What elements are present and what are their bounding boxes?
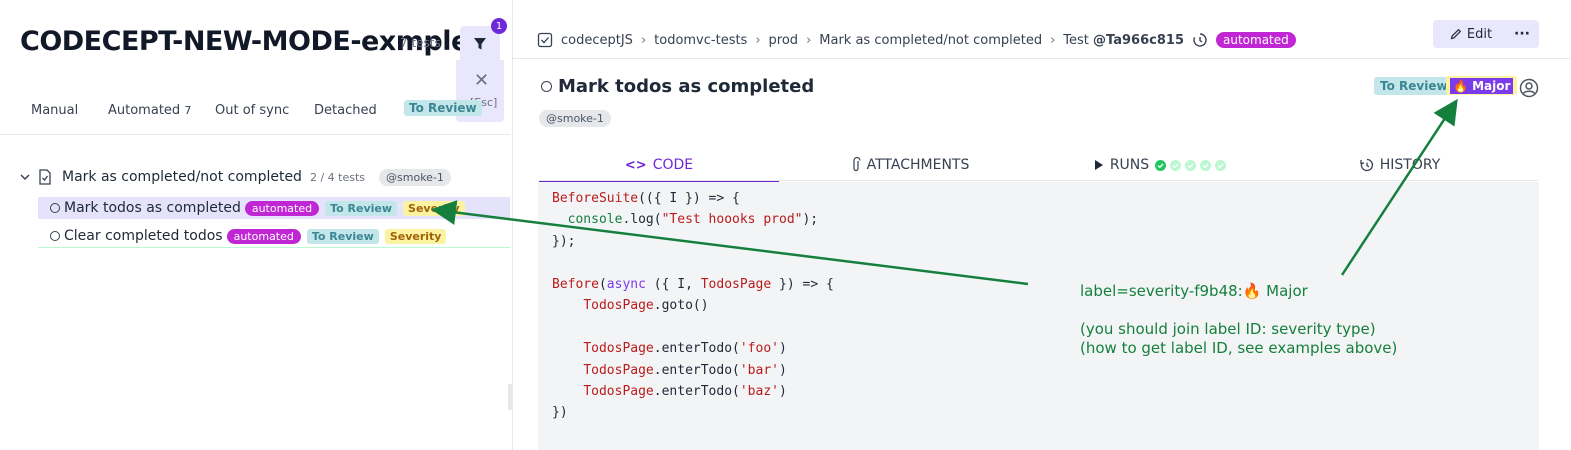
- tab-history[interactable]: HISTORY: [1290, 150, 1510, 180]
- test-detail-title-text: Mark todos as completed: [558, 76, 815, 97]
- test-status-icon: [50, 231, 60, 241]
- test-row[interactable]: Mark todos as completed automated To Rev…: [38, 197, 510, 219]
- severity-major-text: 🔥 Major: [1450, 77, 1514, 94]
- suite-title: Mark as completed/not completed: [62, 169, 302, 185]
- test-status-icon: [50, 203, 60, 213]
- tab-history-label: HISTORY: [1379, 157, 1441, 173]
- code-line: console.log("Test hoooks prod");: [567, 212, 819, 227]
- chevron-down-icon[interactable]: [20, 172, 30, 182]
- code-line: Before(async ({ I, TodosPage }) => {: [552, 277, 834, 292]
- tab-detached[interactable]: Detached: [314, 103, 377, 118]
- project-title: CODECEPT-NEW-MODE-exmple: [20, 26, 469, 57]
- suite-file-icon: [39, 169, 51, 185]
- code-line: TodosPage.enterTodo('bar'): [583, 363, 787, 378]
- test-tree-pane: [0, 0, 510, 450]
- tab-to-review-label: To Review: [404, 100, 482, 116]
- run-status-dot: [1215, 159, 1227, 171]
- pencil-icon: [1450, 28, 1462, 40]
- tab-out-of-sync[interactable]: Out of sync: [215, 103, 290, 118]
- code-icon: <>: [624, 157, 647, 173]
- test-row[interactable]: Clear completed todos automated To Revie…: [38, 225, 510, 248]
- tab-manual[interactable]: Manual: [31, 103, 79, 118]
- divider: [539, 180, 1539, 181]
- severity-label[interactable]: 🔥 Major: [1446, 76, 1518, 95]
- breadcrumb-item-suite[interactable]: Mark as completed/not completed: [819, 32, 1043, 48]
- play-icon: [1094, 160, 1103, 170]
- project-test-count: 7 tests: [400, 36, 441, 50]
- code-line: TodosPage.goto(): [583, 298, 709, 313]
- runs-status-dots: [1155, 159, 1227, 171]
- suite-count: 2 / 4 tests: [309, 170, 366, 184]
- run-status-dot: [1185, 159, 1197, 171]
- automated-badge: automated: [1216, 32, 1296, 48]
- divider: [0, 134, 510, 135]
- breadcrumb-item-folder[interactable]: todomvc-tests: [654, 32, 748, 48]
- breadcrumb-separator: ›: [1050, 32, 1056, 48]
- code-line: TodosPage.enterTodo('baz'): [583, 384, 787, 399]
- breadcrumb: codeceptJS › todomvc-tests › prod › Mark…: [537, 30, 1296, 50]
- code-line: }): [552, 405, 568, 420]
- breadcrumb-test: Test @Ta966c815: [1063, 33, 1184, 48]
- code-line: BeforeSuite(({ I }) => {: [552, 191, 740, 206]
- breadcrumb-test-prefix: Test: [1063, 32, 1089, 48]
- test-title: Mark todos as completed: [64, 200, 241, 216]
- severity-badge: Severity: [403, 200, 465, 216]
- tab-to-review[interactable]: To Review: [404, 100, 482, 116]
- filter-icon: [474, 38, 486, 50]
- breadcrumb-separator: ›: [806, 32, 812, 48]
- tab-automated-count: 7: [184, 104, 192, 117]
- edit-button-label: Edit: [1466, 26, 1493, 42]
- edit-button[interactable]: Edit: [1433, 20, 1509, 48]
- tab-attachments-label: ATTACHMENTS: [866, 157, 970, 173]
- suite-row[interactable]: Mark as completed/not completed 2 / 4 te…: [20, 166, 451, 188]
- tab-runs[interactable]: RUNS: [1040, 150, 1280, 180]
- checklist-icon: [537, 32, 553, 48]
- to-review-badge: To Review: [325, 200, 398, 216]
- run-status-dot: [1200, 159, 1212, 171]
- code-line: });: [552, 234, 576, 249]
- divider: [512, 58, 1570, 59]
- history-status-icon[interactable]: [1192, 32, 1208, 48]
- tab-code[interactable]: <> CODE: [539, 150, 779, 182]
- to-review-label[interactable]: To Review: [1374, 77, 1454, 95]
- test-status-icon: [541, 81, 552, 92]
- severity-badge: Severity: [384, 228, 447, 244]
- annotation-hint: (how to get label ID, see examples above…: [1080, 339, 1398, 357]
- tab-runs-label: RUNS: [1109, 157, 1150, 173]
- test-tag[interactable]: @smoke-1: [539, 110, 611, 127]
- close-icon[interactable]: ✕: [474, 70, 490, 91]
- test-title: Clear completed todos: [64, 228, 223, 244]
- run-status-dot: [1170, 159, 1182, 171]
- test-detail-title: Mark todos as completed: [541, 76, 814, 97]
- automated-badge: automated: [226, 228, 301, 244]
- tab-attachments[interactable]: ATTACHMENTS: [790, 150, 1030, 180]
- breadcrumb-test-id[interactable]: @Ta966c815: [1093, 32, 1184, 48]
- tab-code-label: CODE: [652, 157, 694, 173]
- automated-badge: automated: [244, 200, 320, 216]
- code-line: TodosPage.enterTodo('foo'): [583, 341, 787, 356]
- tab-automated-label: Automated: [108, 103, 181, 118]
- breadcrumb-separator: ›: [640, 32, 647, 48]
- suite-tag: @smoke-1: [379, 168, 451, 186]
- filter-count-badge: 1: [491, 18, 507, 34]
- paperclip-icon: [853, 156, 861, 172]
- breadcrumb-separator: ›: [755, 32, 761, 48]
- run-status-dot: [1155, 159, 1167, 171]
- more-options-button[interactable]: ···: [1505, 20, 1539, 48]
- annotation-label-id: label=severity-f9b48:🔥 Major: [1080, 282, 1308, 300]
- history-icon: [1360, 158, 1373, 172]
- breadcrumb-item-project[interactable]: codeceptJS: [561, 32, 633, 48]
- pane-resize-handle[interactable]: [508, 384, 512, 410]
- tab-automated[interactable]: Automated 7: [108, 103, 191, 118]
- annotation-hint: (you should join label ID: severity type…: [1080, 320, 1376, 338]
- breadcrumb-item-subfolder[interactable]: prod: [768, 32, 799, 48]
- assignee-avatar[interactable]: [1519, 78, 1539, 102]
- to-review-badge: To Review: [306, 228, 379, 244]
- user-circle-icon: [1519, 78, 1539, 98]
